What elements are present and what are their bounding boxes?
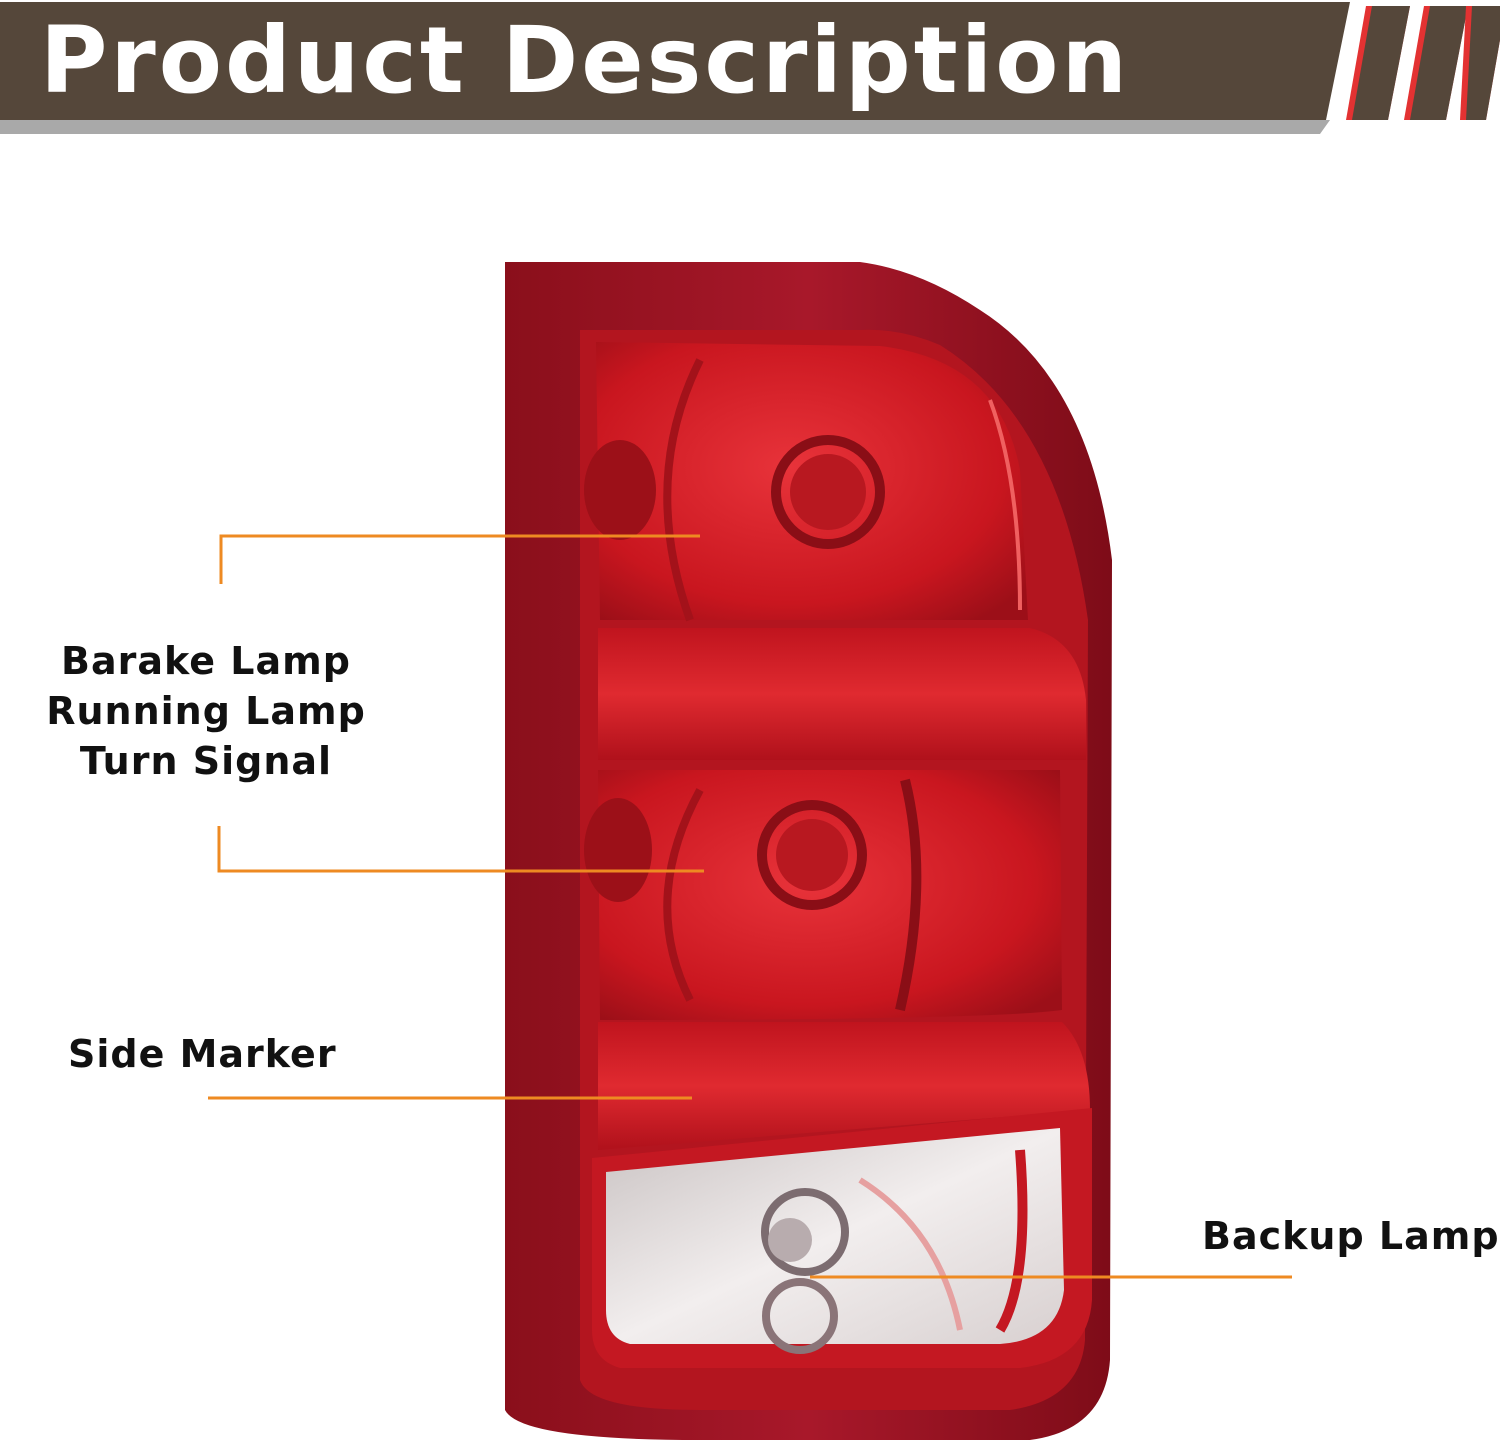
upper-left-bulb xyxy=(584,440,656,540)
callout-upper-group: Barake Lamp Running Lamp Turn Signal xyxy=(40,636,372,786)
page-title: Product Description xyxy=(40,7,1130,114)
upper-lens-curve xyxy=(663,358,704,622)
callout-line-middle xyxy=(217,826,704,873)
backup-bulb-ring xyxy=(761,1188,849,1276)
banner-graphic xyxy=(0,2,1500,134)
middle-bulb xyxy=(776,819,848,891)
callout-line-upper xyxy=(219,534,700,584)
upper-bar xyxy=(598,628,1086,760)
callout-brake-lamp: Barake Lamp xyxy=(61,639,351,683)
backup-lower-bulb-ring xyxy=(762,1278,838,1354)
middle-left-bulb xyxy=(584,798,652,902)
upper-bulb-ring xyxy=(771,435,885,549)
banner-shadow xyxy=(0,120,1330,134)
banner-stripe-3-fill xyxy=(1466,6,1500,120)
backup-bulb xyxy=(768,1218,812,1262)
banner-band xyxy=(0,2,1350,120)
header-banner: Product Description xyxy=(0,0,1500,140)
callout-side-marker: Side Marker xyxy=(68,1032,337,1076)
upper-bulb xyxy=(790,454,866,530)
callout-running-lamp: Running Lamp xyxy=(46,689,366,733)
banner-stripe-2-fill xyxy=(1410,6,1468,120)
backup-lens-tint xyxy=(858,1177,963,1331)
backup-inner-edge xyxy=(995,1149,1028,1333)
side-marker-bar xyxy=(598,1022,1090,1150)
upper-reflector-edge xyxy=(988,399,1022,611)
middle-bulb-ring xyxy=(757,800,867,910)
middle-lens-curve xyxy=(663,788,704,1002)
middle-lens xyxy=(598,770,1062,1020)
callout-turn-signal: Turn Signal xyxy=(79,739,333,783)
middle-reflector-edge xyxy=(895,778,922,1012)
callout-backup-lamp: Backup Lamp xyxy=(1202,1214,1500,1258)
banner-stripe-1-fill xyxy=(1352,6,1410,120)
